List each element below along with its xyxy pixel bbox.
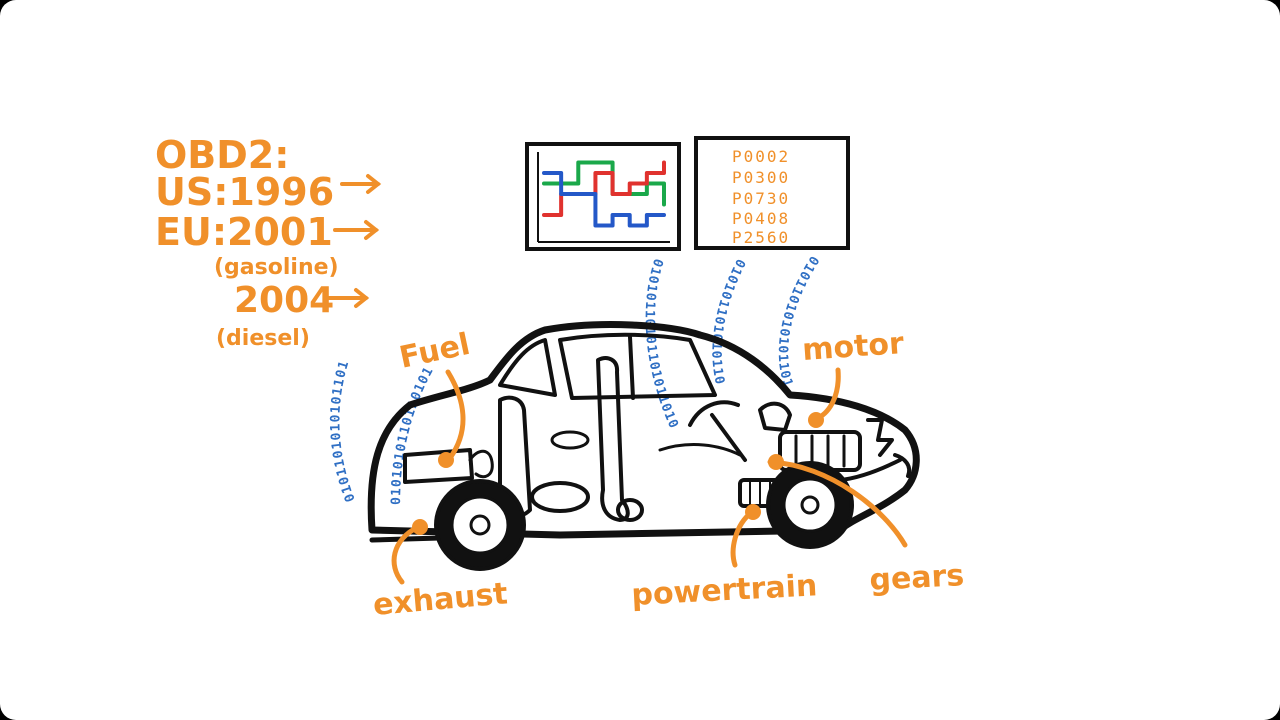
arrow-us-icon: [340, 174, 382, 194]
live-data-monitor: [525, 142, 681, 251]
chart-plot-area: [542, 160, 666, 228]
fuel-tank: [403, 448, 474, 484]
front-wheel: [766, 461, 854, 549]
binary-streams: 0101101010101101 0101010110110101 010101…: [328, 253, 822, 505]
exhaust-pipe: [369, 535, 443, 543]
label-exhaust: exhaust: [372, 576, 509, 623]
label-fuel: Fuel: [396, 327, 473, 376]
obd-eu-year: EU:2001: [155, 210, 333, 254]
trouble-code: P0300: [732, 168, 790, 187]
car-cutaway-illustration: [367, 321, 920, 571]
obd-diesel-year: 2004: [234, 280, 334, 321]
arrow-eu-icon: [333, 220, 380, 240]
rear-wheel: [434, 479, 526, 571]
obd-us-year: US:1996: [155, 170, 334, 214]
component-dots: [412, 412, 824, 535]
obd-arrows: [326, 174, 382, 308]
trouble-code: P0408: [732, 209, 790, 228]
binary-stream-powertrain: 01010110101101011010: [642, 257, 682, 432]
obd-title: OBD2:: [155, 133, 289, 177]
binary-stream-motor: 0101101010101101: [775, 253, 822, 390]
label-powertrain: powertrain: [631, 568, 819, 613]
label-gears: gears: [869, 558, 965, 598]
binary-stream-exhaust: 0101010110110101: [389, 364, 437, 505]
trouble-code: P2560: [732, 228, 790, 247]
trouble-code-monitor: P0002 P0300 P0730 P0408 P2560: [694, 136, 850, 250]
label-motor: motor: [801, 326, 905, 368]
binary-stream-fuel: 0101101010101101: [328, 359, 358, 504]
component-pointers: [391, 367, 908, 585]
obd-notes: OBD2: US:1996 EU:2001 (gasoline) 2004 (d…: [155, 133, 339, 351]
arrow-diesel-icon: [326, 288, 370, 308]
car-body-outline: [367, 321, 920, 539]
binary-stream-gears: 010101101010110: [708, 256, 747, 386]
chart-series-line-3: [542, 171, 666, 228]
trouble-code: P0730: [732, 189, 790, 208]
front-seat: [596, 356, 630, 522]
rear-window: [498, 338, 557, 397]
trouble-code: P0002: [732, 147, 790, 166]
obd-gasoline-note: (gasoline): [214, 255, 339, 280]
side-window: [558, 332, 717, 400]
obd-diesel-note: (diesel): [216, 326, 310, 351]
steering-wheel: [688, 400, 740, 427]
